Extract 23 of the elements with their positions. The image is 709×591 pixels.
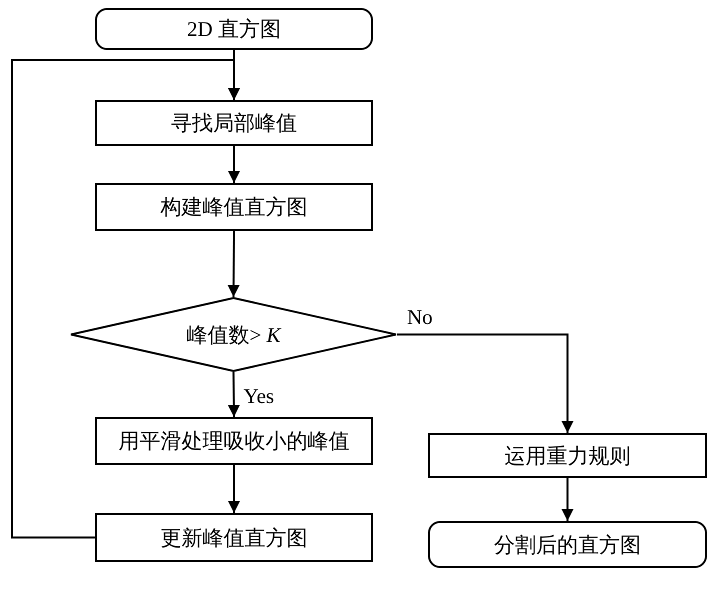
node-label: 2D 直方图	[187, 16, 281, 43]
node-label: 用平滑处理吸收小的峰值	[118, 428, 350, 455]
node-label: 构建峰值直方图	[160, 194, 308, 221]
arrow	[228, 372, 240, 418]
arrow	[228, 146, 240, 183]
process-box	[95, 513, 373, 562]
process-box	[95, 183, 373, 231]
process-box	[95, 417, 373, 465]
node-label: 分割后的直方图	[494, 532, 641, 558]
arrow	[11, 59, 240, 538]
node-label: 峰值数> K	[186, 322, 281, 348]
arrow	[228, 231, 240, 297]
node-label: 运用重力规则	[504, 442, 630, 470]
node-label: 寻找局部峰值	[171, 110, 297, 137]
arrow	[228, 465, 240, 513]
arrow	[562, 478, 574, 521]
start-box	[95, 8, 373, 50]
node-label: 更新峰值直方图	[160, 524, 308, 552]
end-box	[428, 521, 707, 568]
decision-diamond	[70, 297, 397, 372]
process-box	[95, 100, 373, 146]
arrow	[397, 334, 574, 433]
process-box	[428, 433, 707, 478]
